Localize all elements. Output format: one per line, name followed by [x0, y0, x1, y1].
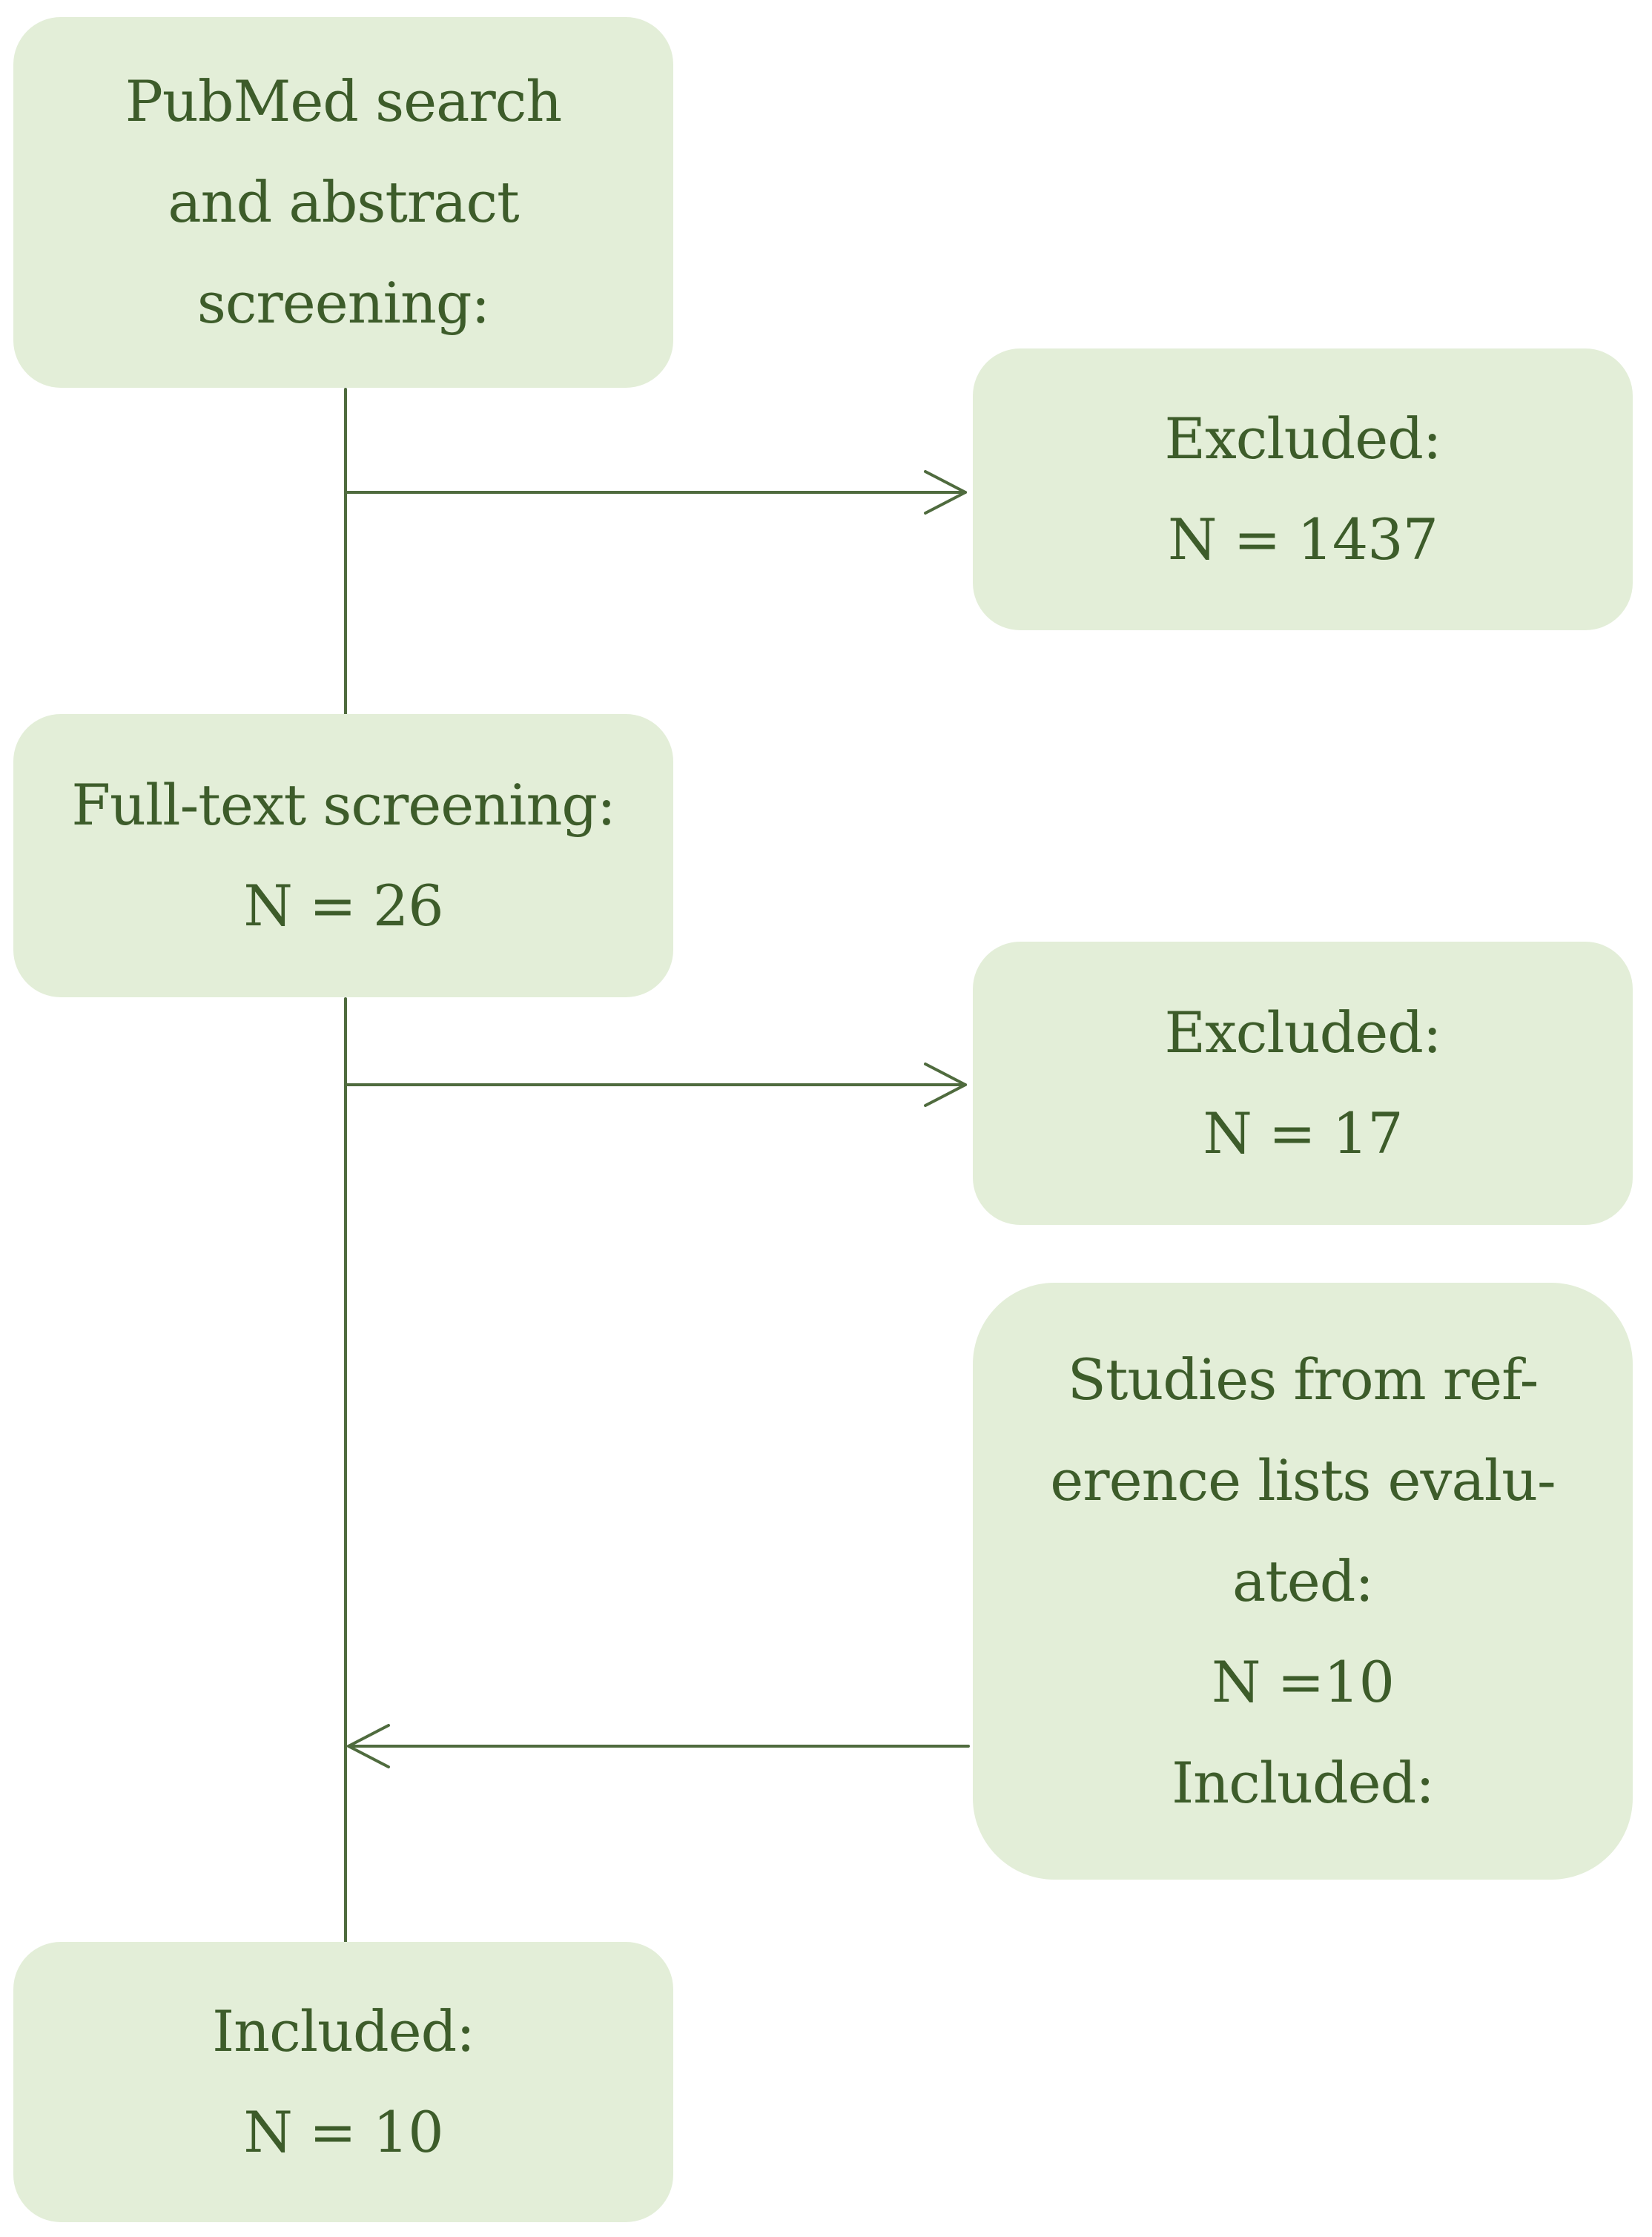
reference-lists-line-3: ated: [1232, 1547, 1374, 1614]
reference-lists-line-2: erence lists evalu- [1050, 1447, 1556, 1513]
reference-lists-count: N =10 [1211, 1648, 1395, 1715]
search-screening-line-3: screening: [196, 270, 490, 336]
included-box: Included: N = 10 [13, 1942, 673, 2222]
search-screening-line-2: and abstract [168, 169, 519, 235]
included-count: N = 10 [243, 2099, 443, 2165]
fulltext-screening-label: Full-text screening: [71, 772, 615, 838]
reference-lists-included: Included: [1172, 1749, 1435, 1816]
excluded-1-label: Excluded: [1164, 406, 1441, 472]
excluded-2-count: N = 17 [1203, 1100, 1403, 1166]
arrowhead-references [347, 1724, 390, 1768]
fulltext-screening-count: N = 26 [243, 873, 443, 939]
arrowhead-excluded-1 [924, 470, 967, 515]
excluded-box-2: Excluded: N = 17 [973, 942, 1633, 1225]
search-screening-box: PubMed search and abstract screening: [13, 17, 673, 388]
excluded-box-1: Excluded: N = 1437 [973, 348, 1633, 630]
included-label: Included: [212, 1998, 475, 2064]
excluded-2-label: Excluded: [1164, 999, 1441, 1065]
fulltext-screening-box: Full-text screening: N = 26 [13, 714, 673, 997]
arrowhead-excluded-2 [924, 1063, 967, 1107]
excluded-1-count: N = 1437 [1168, 506, 1438, 572]
search-screening-line-1: PubMed search [125, 68, 562, 134]
reference-lists-line-1: Studies from ref- [1067, 1346, 1539, 1412]
reference-lists-box: Studies from ref- erence lists evalu- at… [973, 1283, 1633, 1880]
